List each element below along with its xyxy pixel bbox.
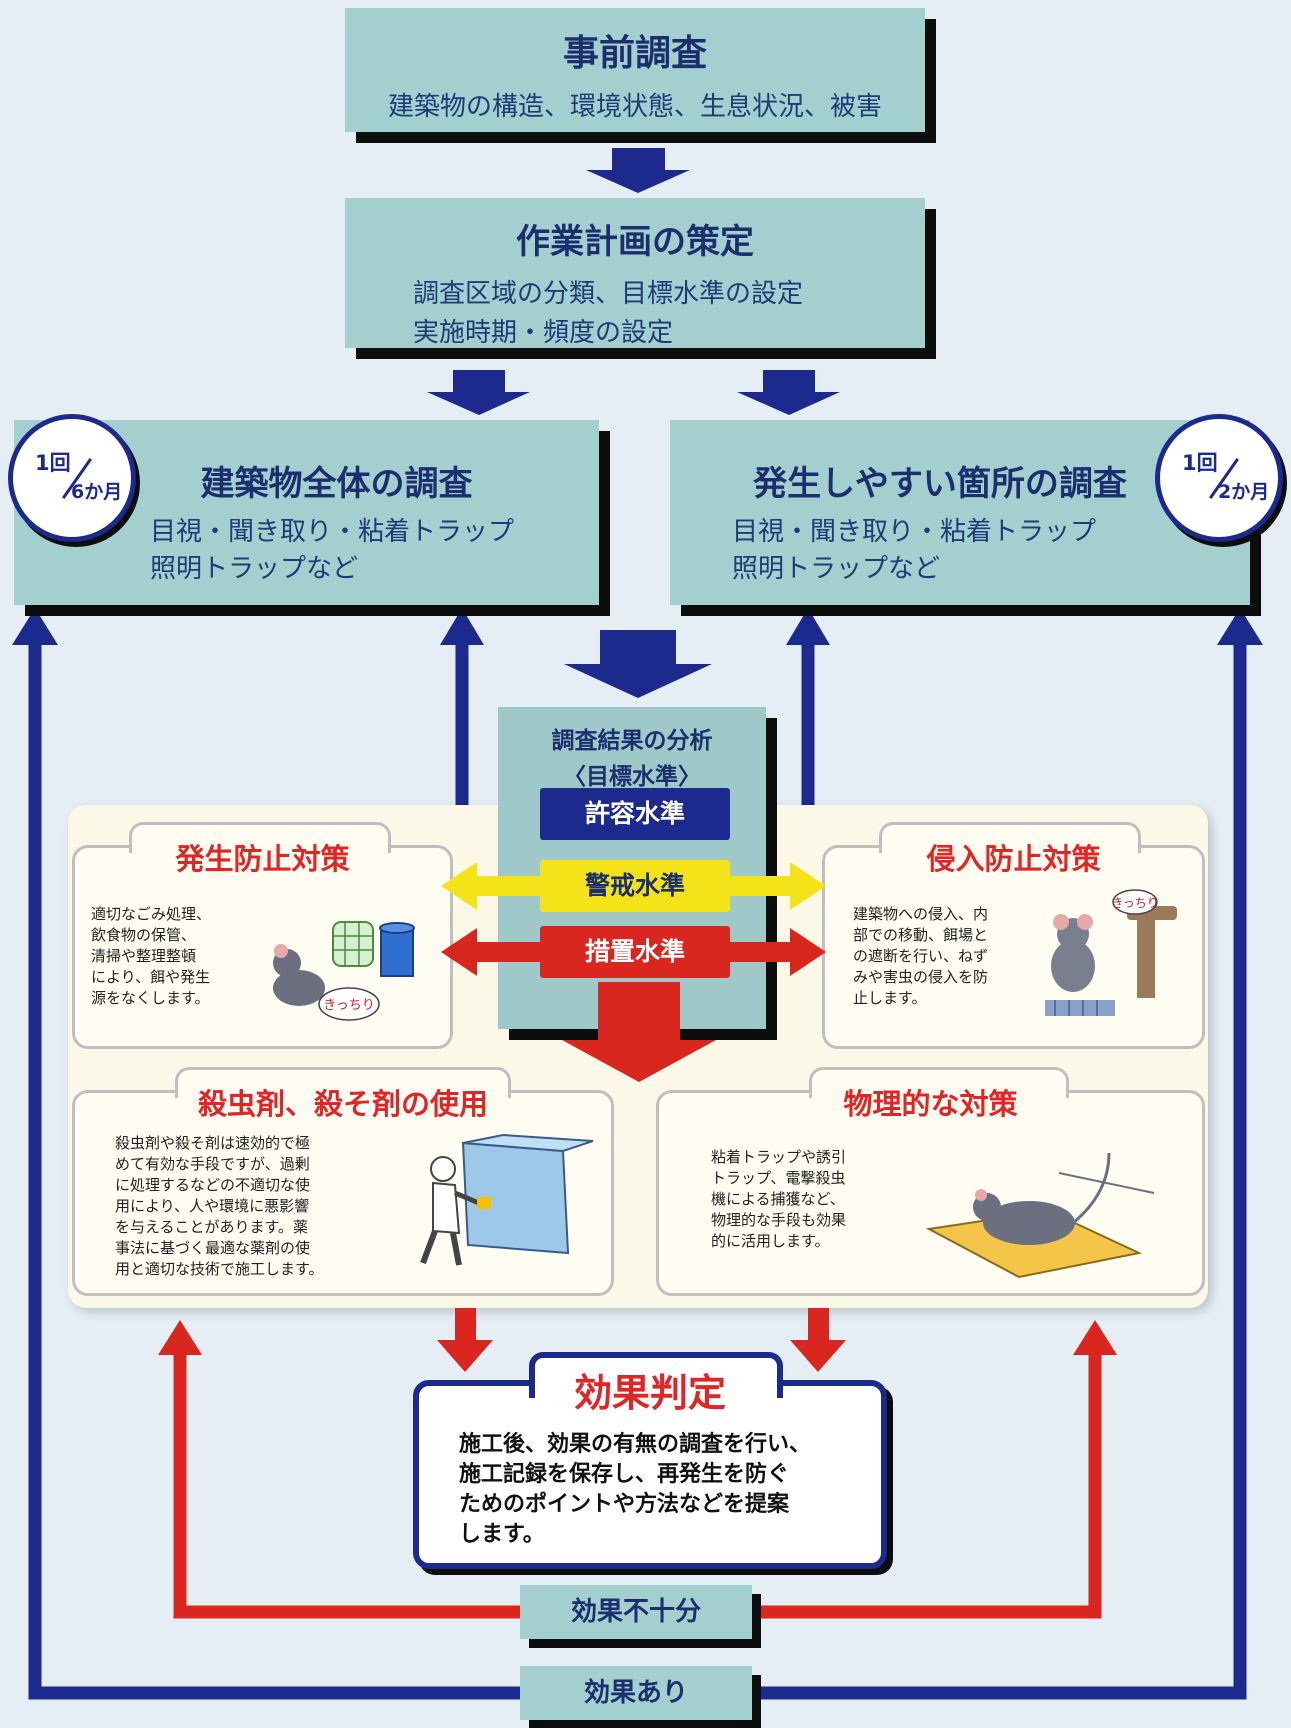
arrowhead-left-inner (440, 608, 484, 645)
intrusion-panel: 侵入防止対策 建築物への侵入、内 部での移動、餌場と の遮断を行い、ねず みや害… (822, 822, 1205, 1049)
evaluation-title: 効果判定 (573, 1371, 726, 1415)
arrowhead-red-left (158, 1320, 202, 1355)
prevention-tab (129, 822, 391, 853)
chemical-panel: 殺虫剤、殺そ剤の使用 殺虫剤や殺そ剤は速効的で極 めて有効な手段ですが、過剰 に… (72, 1067, 614, 1296)
evaluation-desc: 施工後、効果の有無の調査を行い、 施工記録を保存し、再発生を防ぐ ためのポイント… (459, 1432, 812, 1547)
rat-glue-trap-illustration (925, 1152, 1155, 1279)
intrusion-tab (879, 822, 1141, 853)
prevention-title: 発生防止対策 (175, 842, 350, 876)
arrowhead-right-inner (786, 608, 830, 645)
whole-building-desc-2: 照明トラップなど (150, 554, 359, 584)
freq-2m-numerator: 1回 (1182, 451, 1218, 475)
whole-building-title: 建築物全体の調査 (200, 464, 473, 504)
arrowhead-red-right (1073, 1320, 1117, 1355)
insufficient-loop-left (173, 1352, 520, 1619)
chemical-desc: 殺虫剤や殺そ剤は速効的で極 めて有効な手段ですが、過剰 に処理するなどの不適切な… (115, 1134, 324, 1278)
intrusion-desc: 建築物への侵入、内 部での移動、餌場と の遮断を行い、ねず みや害虫の侵入を防 … (853, 905, 989, 1007)
physical-title: 物理的な対策 (843, 1087, 1018, 1121)
level-warning-label: 警戒水準 (584, 871, 685, 900)
effective-loop-right (752, 640, 1247, 1700)
down-arrow-3 (564, 630, 712, 698)
outcome-insufficient: 効果不十分 (520, 1585, 752, 1639)
plan-title: 作業計画の策定 (516, 222, 754, 262)
effective-loop-left (28, 640, 520, 1700)
level-acceptable: 許容水準 (540, 788, 730, 840)
red-down-arrow-left (437, 1308, 493, 1372)
outcome-effective: 効果あり (520, 1666, 752, 1720)
red-down-arrow-right (790, 1308, 846, 1372)
plan-desc-1: 調査区域の分類、目標水準の設定 (413, 279, 804, 309)
plan-desc-2: 実施時期・頻度の設定 (413, 318, 674, 348)
frequency-badge-2-months: 1回 2か月 (1155, 414, 1283, 542)
arrowhead-left-outer (12, 608, 58, 645)
evaluation-tab (529, 1352, 783, 1398)
physical-desc: 粘着トラップや誘引 トラップ、電撃殺虫 機による捕獲など、 物理的な手段も効果 … (711, 1148, 847, 1250)
hotspot-survey-box: 発生しやすい箇所の調査 目視・聞き取り・粘着トラップ 照明トラップなど (670, 420, 1250, 605)
level-action-label: 措置水準 (584, 937, 685, 966)
pre-survey-desc: 建築物の構造、環境状態、生息状況、被害 (387, 92, 882, 122)
level-acceptable-label: 許容水準 (584, 799, 685, 828)
insufficient-loop-right (752, 1352, 1102, 1619)
down-arrow-2b (737, 370, 840, 415)
plan-box: 作業計画の策定 調査区域の分類、目標水準の設定 実施時期・頻度の設定 (345, 198, 925, 348)
hotspot-desc-2: 照明トラップなど (732, 554, 941, 584)
freq-6m-numerator: 1回 (35, 451, 71, 475)
yellow-arrow-right (730, 862, 826, 910)
hotspot-desc-1: 目視・聞き取り・粘着トラップ (732, 517, 1097, 547)
red-arrow-right (730, 928, 826, 976)
freq-2m-denominator: 2か月 (1218, 481, 1270, 503)
prevention-sticker-text: きっちり (323, 998, 374, 1013)
chemical-title: 殺虫剤、殺そ剤の使用 (197, 1087, 488, 1121)
freq-6m-denominator: 6か月 (71, 481, 123, 503)
outcome-insufficient-label: 効果不十分 (570, 1597, 701, 1627)
intrusion-sticker-text: きっちり (1111, 896, 1159, 910)
level-warning: 警戒水準 (540, 860, 730, 912)
evaluation-box: 効果判定 施工後、効果の有無の調査を行い、 施工記録を保存し、再発生を防ぐ ため… (413, 1352, 887, 1569)
red-arrow-left (441, 928, 540, 976)
intrusion-title: 侵入防止対策 (926, 842, 1101, 876)
arrowhead-right-outer (1217, 608, 1263, 645)
down-arrow-1 (586, 148, 690, 193)
rat-trash-illustration: きっちり (273, 921, 415, 1021)
physical-panel: 物理的な対策 粘着トラップや誘引 トラップ、電撃殺虫 機による捕獲など、 物理的… (656, 1067, 1205, 1296)
pre-survey-box: 事前調査 建築物の構造、環境状態、生息状況、被害 (345, 8, 925, 132)
spraying-worker-illustration (420, 1133, 594, 1266)
analysis-title-2: 〈目標水準〉 (563, 764, 701, 790)
prevention-desc: 適切なごみ処理、 飲食物の保管、 清掃や整理整頓 により、餌や発生 源をなくしま… (91, 905, 212, 1007)
level-action: 措置水準 (540, 926, 730, 978)
whole-building-desc-1: 目視・聞き取り・粘着トラップ (150, 517, 515, 547)
chemical-tab (175, 1067, 511, 1098)
prevention-panel: 発生防止対策 適切なごみ処理、 飲食物の保管、 清掃や整理整頓 により、餌や発生… (72, 822, 453, 1049)
analysis-title-1: 調査結果の分析 (551, 728, 713, 754)
pre-survey-title: 事前調査 (562, 33, 707, 74)
outcome-effective-label: 効果あり (583, 1678, 688, 1708)
hotspot-title: 発生しやすい箇所の調査 (753, 464, 1127, 504)
down-arrow-2a (427, 370, 530, 415)
rat-pipe-illustration: きっちり (1045, 889, 1177, 1016)
red-down-arrow (562, 982, 716, 1082)
yellow-arrow-left (441, 862, 540, 910)
frequency-badge-6-months: 1回 6か月 (8, 414, 136, 542)
physical-tab (809, 1067, 1069, 1098)
